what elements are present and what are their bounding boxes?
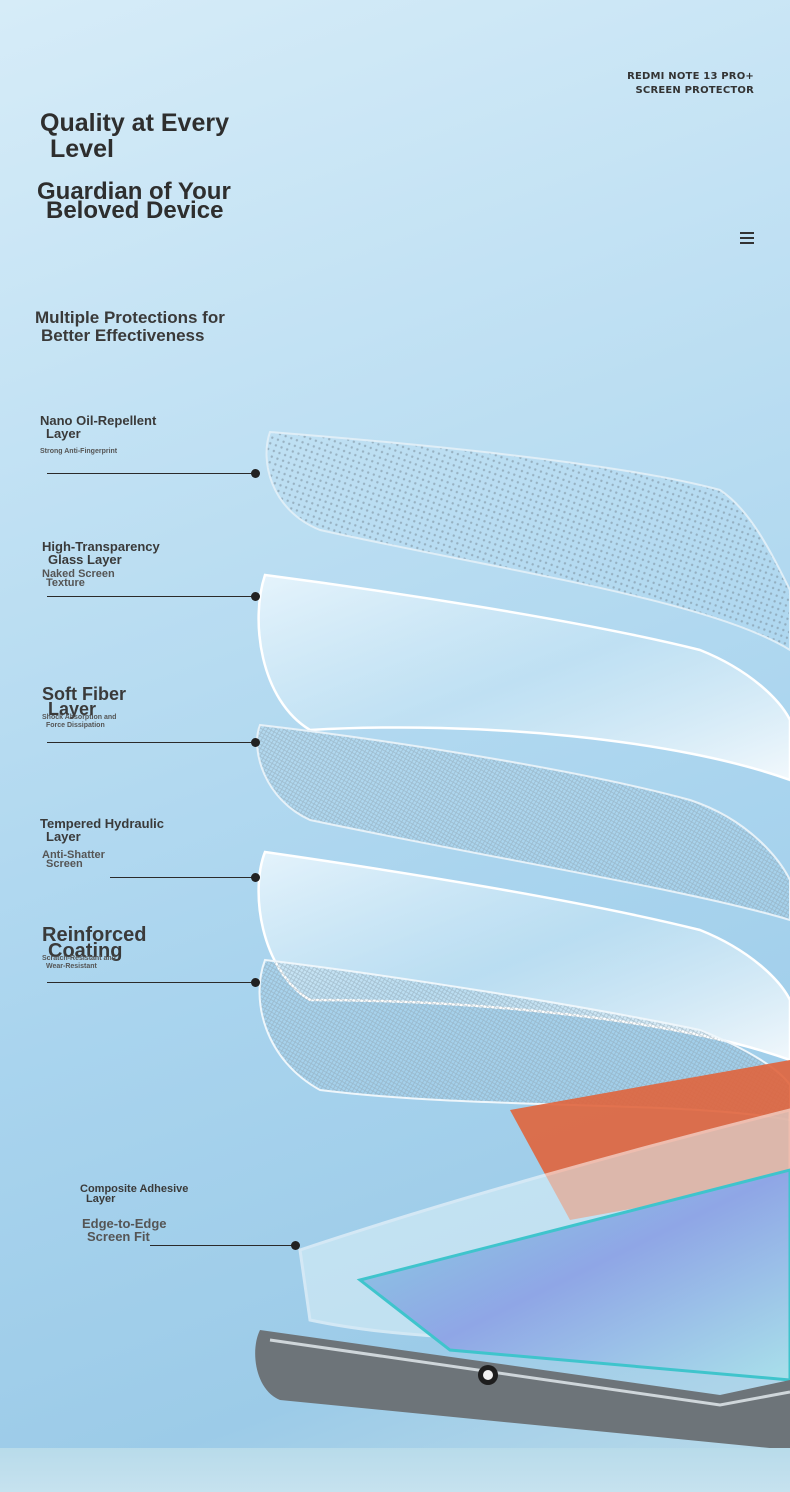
brand-line-2: SCREEN PROTECTOR	[635, 85, 754, 96]
headline: Quality at Every Level	[40, 110, 229, 162]
layer-title-line-1: Soft Fiber	[42, 684, 126, 704]
protector-layers-illustration	[255, 430, 790, 1450]
headline-line-2: Level	[50, 135, 114, 163]
connector-dot	[251, 873, 260, 882]
connector-line	[47, 473, 255, 474]
layer-title-line-1: Reinforced	[42, 924, 147, 946]
connector-line	[47, 982, 255, 983]
layer-subtitle-line-2: Force Dissipation	[46, 722, 105, 729]
layer-label-glass: High-Transparency Glass Layer Naked Scre…	[42, 539, 160, 589]
layer-subtitle-line-1: Anti-Shatter	[42, 849, 105, 861]
section-line-2: Better Effectiveness	[41, 326, 205, 345]
layer-title-line-2: Glass Layer	[48, 552, 122, 567]
connector-dot	[251, 738, 260, 747]
subheadline: Guardian of Your Beloved Device	[37, 178, 231, 224]
layer-title-line-2: Layer	[46, 829, 81, 844]
layer-title-line-1: Tempered Hydraulic	[40, 816, 165, 831]
connector-dot	[251, 978, 260, 987]
layer-subtitle: Strong Anti-Fingerprint	[40, 448, 118, 455]
layer-subtitle-line-2: Texture	[46, 577, 85, 589]
layer-title-line-2: Layer	[86, 1193, 116, 1205]
layer-subtitle-line-1: Naked Screen	[42, 568, 115, 580]
layer-subtitle-line-2: Wear-Resistant	[46, 963, 97, 970]
layer-subtitle-line-1: Edge-to-Edge	[82, 1216, 167, 1231]
layer-subtitle-line-2: Screen	[46, 858, 83, 870]
connector-line	[47, 596, 255, 597]
layer-title-line-2: Coating	[48, 940, 123, 962]
connector-line	[110, 877, 255, 878]
layer-subtitle-line-1: Scratch-Resistant and	[42, 955, 116, 962]
layer-label-tempered: Tempered Hydraulic Layer Anti-Shatter Sc…	[40, 816, 165, 870]
brand-line-1: REDMI NOTE 13 PRO+	[627, 71, 754, 82]
subheadline-line-1: Guardian of Your	[37, 178, 231, 205]
layer-label-nano: Nano Oil-Repellent Layer Strong Anti-Fin…	[40, 414, 156, 455]
brand-label: REDMI NOTE 13 PRO+ SCREEN PROTECTOR	[627, 70, 754, 98]
section-line-1: Multiple Protections for	[35, 308, 225, 327]
subheadline-line-2: Beloved Device	[46, 197, 224, 224]
section-heading: Multiple Protections for Better Effectiv…	[35, 309, 225, 345]
connector-dot	[291, 1241, 300, 1250]
layer-title-line-1: Composite Adhesive	[80, 1183, 189, 1195]
layer-label-fiber: Soft Fiber Layer Shock Absorption and Fo…	[42, 684, 126, 730]
hamburger-menu-icon[interactable]	[740, 232, 754, 247]
headline-line-1: Quality at Every	[40, 109, 229, 137]
layer-label-coating: Reinforced Coating Scratch-Resistant and…	[42, 924, 147, 971]
layer-title-line-1: Nano Oil-Repellent	[40, 413, 157, 428]
layer-title-line-1: High-Transparency	[42, 539, 160, 554]
connector-line	[47, 742, 255, 743]
layer-label-adhesive: Composite Adhesive Layer Edge-to-Edge Sc…	[80, 1183, 189, 1244]
bottom-band	[0, 1448, 790, 1492]
layer-title-line-2: Layer	[48, 699, 97, 719]
connector-line	[150, 1245, 295, 1246]
layer-subtitle-line-1: Shock Absorption and	[42, 714, 117, 721]
connector-dot	[251, 592, 260, 601]
connector-dot	[251, 469, 260, 478]
layer-title-line-2: Layer	[46, 426, 81, 441]
layer-subtitle-line-2: Screen Fit	[87, 1229, 150, 1244]
